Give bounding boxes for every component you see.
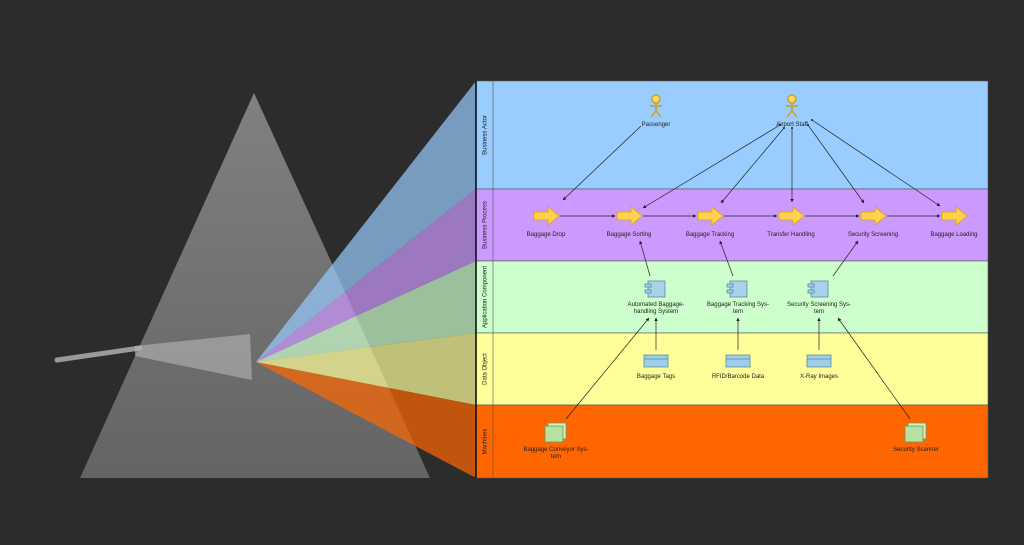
component-label-line: Baggage Tracking Sys- — [707, 302, 769, 308]
data-object-icon — [643, 354, 669, 368]
lane-label-machine: Machines — [483, 429, 489, 455]
process-label: Baggage Tracking — [686, 232, 734, 238]
component-body — [729, 280, 748, 298]
component-tab — [644, 289, 652, 294]
lane-label-app: Application Component — [483, 266, 489, 328]
lane-data — [475, 332, 989, 406]
component-body — [647, 280, 666, 298]
component-label-line: Security Screening Sys- — [787, 302, 851, 308]
connector-passenger-drop — [562, 125, 642, 201]
component-icon — [726, 280, 748, 298]
component-abhs: Automated Baggage-handling System — [628, 280, 685, 315]
process-transfer: Transfer Handling — [767, 206, 815, 238]
machine-icon — [544, 422, 567, 443]
process-label: Security Screening — [848, 232, 898, 238]
component-label-line: tem — [733, 309, 743, 315]
actor-label: Airport Staff — [776, 122, 808, 128]
process-label: Baggage Drop — [527, 232, 566, 238]
actor-head — [787, 94, 797, 104]
lane-actor — [475, 80, 989, 190]
component-bts: Baggage Tracking Sys-tem — [707, 280, 769, 315]
component-icon — [644, 280, 666, 298]
process-arrow-icon — [533, 206, 560, 226]
spectrum-beam-machine — [256, 362, 476, 478]
actor-leg — [791, 110, 798, 118]
process-arrow-icon — [697, 206, 724, 226]
lane-label-actor: Business Actor — [483, 115, 489, 155]
data-object-xray: X-Ray Images — [800, 354, 838, 380]
machine-front — [904, 425, 924, 443]
data-object-label: Baggage Tags — [637, 374, 675, 380]
stick-figure-icon — [786, 94, 798, 118]
data-object-tags: Baggage Tags — [637, 354, 675, 380]
process-label: Baggage Loading — [930, 232, 977, 238]
connector-scanner-sss — [837, 317, 911, 420]
machine-icon — [904, 422, 927, 443]
process-drop: Baggage Drop — [527, 206, 566, 238]
spectrum-beams — [256, 81, 476, 478]
component-tab — [726, 289, 734, 294]
machine-label-line: Baggage Conveyor Sys- — [523, 447, 588, 453]
incoming-light-beam — [54, 345, 143, 363]
data-object-body — [806, 354, 832, 368]
actor-leg — [786, 110, 793, 118]
process-label: Baggage Sorting — [607, 232, 652, 238]
process-arrow-icon — [778, 206, 805, 226]
spectrum-beam-actor — [256, 81, 476, 362]
data-object-body — [725, 354, 751, 368]
machine-conveyor: Baggage Conveyor Sys-tem — [523, 422, 589, 460]
process-label: Transfer Handling — [767, 232, 814, 238]
stick-figure-icon — [650, 94, 662, 118]
lane-label-data: Data Object — [483, 353, 489, 385]
data-object-body — [643, 354, 669, 368]
component-tab — [807, 289, 815, 294]
component-icon — [807, 280, 829, 298]
light-inside-prism — [135, 334, 252, 380]
actor-leg — [650, 110, 657, 118]
lane-label-process: Business Process — [483, 201, 489, 249]
spectrum-beam-process — [256, 189, 476, 362]
spectrum-beam-data — [256, 333, 476, 405]
connector-staff-loading — [811, 119, 941, 207]
connector-conveyor-abhs — [565, 317, 650, 420]
lane-process — [475, 188, 989, 262]
connector-sss-screening — [832, 240, 859, 277]
data-object-icon — [806, 354, 832, 368]
process-loading: Baggage Loading — [930, 206, 978, 238]
component-body — [810, 280, 829, 298]
component-tab — [726, 283, 734, 288]
connectors — [560, 119, 941, 420]
connector-abhs-sorting — [639, 240, 651, 277]
component-label-line: handling System — [634, 309, 678, 315]
machine-label-line: tem — [551, 454, 561, 460]
actor-head — [651, 94, 661, 104]
actor-staff: Airport Staff — [776, 94, 808, 128]
connector-staff-tracking — [720, 127, 785, 204]
process-screening: Security Screening — [848, 206, 898, 238]
data-object-label: X-Ray Images — [800, 374, 838, 380]
component-tab — [644, 283, 652, 288]
process-arrow-icon — [616, 206, 643, 226]
component-sss: Security Screening Sys-tem — [787, 280, 851, 315]
process-tracking: Baggage Tracking — [686, 206, 734, 238]
data-object-label: RFID/Barcode Data — [712, 374, 765, 380]
process-sorting: Baggage Sorting — [607, 206, 652, 238]
data-object-rfid: RFID/Barcode Data — [712, 354, 765, 380]
actor-leg — [655, 110, 662, 118]
data-object-icon — [725, 354, 751, 368]
machine-label-line: Security Scanner — [893, 447, 939, 453]
component-label-line: tem — [814, 309, 824, 315]
process-arrow-icon — [941, 206, 968, 226]
spectrum-beam-app — [256, 261, 476, 362]
process-arrow-icon — [860, 206, 887, 226]
machine-front — [544, 425, 564, 443]
component-label-line: Automated Baggage- — [628, 302, 685, 308]
connector-bts-tracking — [719, 240, 734, 277]
actor-label: Passenger — [642, 122, 671, 128]
component-tab — [807, 283, 815, 288]
machine-scanner: Security Scanner — [893, 422, 939, 453]
